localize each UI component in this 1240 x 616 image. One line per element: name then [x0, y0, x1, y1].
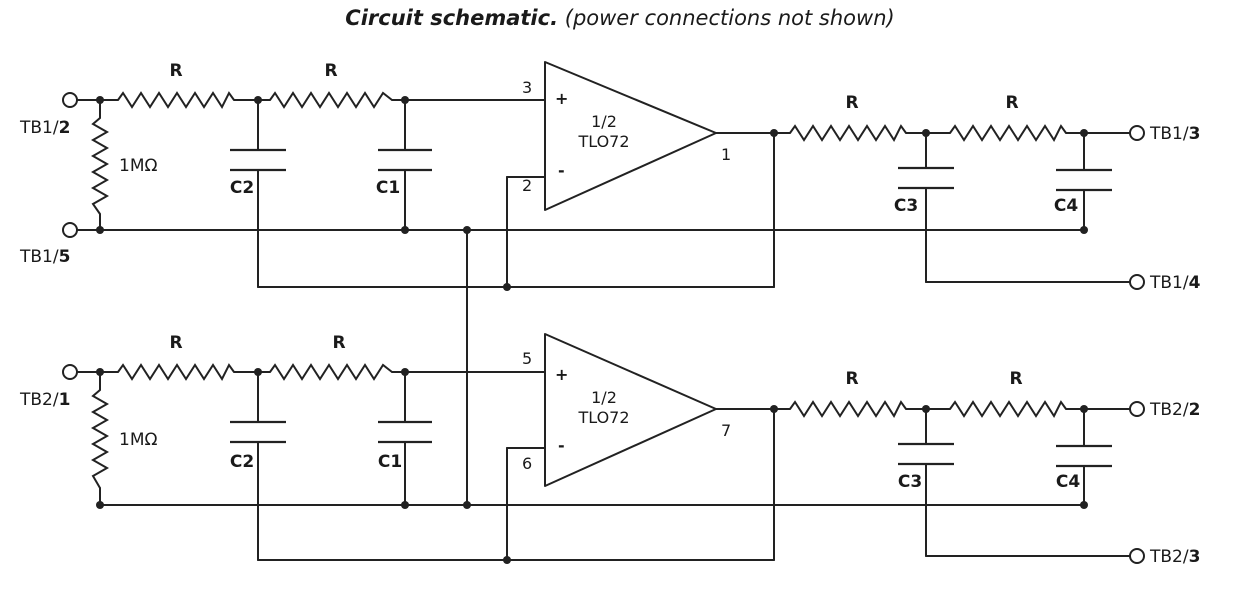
- channel-1-pin-plus: 3: [522, 78, 532, 97]
- channel-1-aux-terminal: [1129, 274, 1145, 290]
- channel-2-input-terminal-label: TB2/1: [19, 390, 70, 410]
- channel-2-label-r2: R: [332, 333, 345, 353]
- channel-2-aux-terminal-label: TB2/3: [1149, 547, 1200, 567]
- channel-2-minus-sign: -: [558, 436, 565, 455]
- channel-2-junctions: [96, 368, 1088, 564]
- channel-1-opamp: [544, 61, 717, 211]
- channel-2-pin-plus: 5: [522, 349, 532, 368]
- channel-2-plus-sign: +: [555, 365, 568, 384]
- channel-1-label-c3: C3: [894, 196, 918, 216]
- channel-1-pin-minus: 2: [522, 176, 532, 195]
- channel-2-label-c4: C4: [1056, 472, 1080, 492]
- channel-2-resistor-r3: [789, 400, 907, 419]
- channel-2-pin-minus: 6: [522, 454, 532, 473]
- channel-2-pin-out: 7: [721, 421, 731, 440]
- channel-1-label-c2: C2: [230, 178, 254, 198]
- channel-1-label-r1: R: [169, 61, 182, 81]
- channel-2-label-c2: C2: [230, 452, 254, 472]
- channel-1-resistor-r3: [789, 124, 907, 143]
- channel-2-input-terminal: [62, 364, 78, 380]
- channel-2-label-r4: R: [1009, 369, 1022, 389]
- channel-2-resistor-r1: [117, 363, 235, 382]
- channel-1-label-c1: C1: [376, 178, 400, 198]
- channel-1-resistor-1m: [90, 117, 110, 215]
- channel-1-opamp-line1: 1/2: [591, 112, 617, 131]
- channel-1: R R R R 1MΩ C2 C1 C3 C4 3 2 1 + - 1/2 TL…: [19, 61, 1201, 293]
- channel-2-label-r1: R: [169, 333, 182, 353]
- channel-1-label-c4: C4: [1054, 196, 1078, 216]
- channel-1-resistor-r1: [117, 91, 235, 110]
- channel-2-label-c1: C1: [378, 452, 402, 472]
- channel-1-input-terminal: [62, 92, 78, 108]
- channel-2-resistor-1m: [90, 389, 110, 489]
- channel-1-minus-sign: -: [558, 161, 565, 180]
- channel-2-label-r3: R: [845, 369, 858, 389]
- title-note: (power connections not shown): [564, 6, 895, 30]
- channel-2-opamp-line2: TLO72: [577, 408, 629, 427]
- channel-2-opamp: [544, 333, 717, 487]
- channel-1-pin-out: 1: [721, 145, 731, 164]
- channel-2-capacitor-c2: [230, 420, 286, 444]
- diagram-title: Circuit schematic. (power connections no…: [0, 6, 1240, 30]
- channel-1-label-r3: R: [845, 93, 858, 113]
- channel-1-plus-sign: +: [555, 89, 568, 108]
- channel-2-capacitor-c1: [378, 420, 432, 444]
- channel-1-label-r4: R: [1005, 93, 1018, 113]
- channel-1-capacitor-c4: [1056, 168, 1112, 192]
- channel-1-output-terminal: [1129, 125, 1145, 141]
- channel-2: R R R R 1MΩ C2 C1 C3 C4 5 6 7 + - 1/2 TL…: [19, 333, 1200, 567]
- channel-2-label-c3: C3: [898, 472, 922, 492]
- channel-1-capacitor-c1: [378, 148, 432, 172]
- channel-2-label-1m: 1MΩ: [119, 430, 157, 450]
- channel-1-wires: [75, 99, 1131, 288]
- channel-2-output-terminal: [1129, 401, 1145, 417]
- channel-2-aux-terminal: [1129, 548, 1145, 564]
- channel-1-resistor-r2: [269, 91, 393, 109]
- channel-1-capacitor-c2: [230, 148, 286, 172]
- channel-2-capacitor-c4: [1056, 444, 1112, 468]
- channel-1-aux-terminal-label: TB1/4: [1149, 273, 1201, 293]
- channel-2-output-terminal-label: TB2/2: [1149, 400, 1200, 420]
- channel-1-resistor-r4: [949, 124, 1067, 143]
- channel-1-capacitor-c3: [898, 166, 954, 190]
- channel-1-input-terminal-label: TB1/2: [19, 118, 70, 138]
- channel-2-capacitor-c3: [898, 442, 954, 466]
- channel-1-junctions: [96, 96, 1088, 291]
- channel-1-label-r2: R: [324, 61, 337, 81]
- channel-1-output-terminal-label: TB1/3: [1149, 124, 1200, 144]
- channel-2-resistor-r2: [269, 363, 393, 381]
- channel-2-opamp-line1: 1/2: [591, 388, 617, 407]
- shared-ground-link: [463, 226, 471, 509]
- channel-1-opamp-line2: TLO72: [577, 132, 629, 151]
- channel-1-ground-terminal-label: TB1/5: [19, 247, 70, 267]
- channel-1-label-1m: 1MΩ: [119, 156, 157, 176]
- channel-2-resistor-r4: [949, 400, 1067, 419]
- title-main: Circuit schematic.: [345, 6, 559, 30]
- channel-1-ground-terminal: [62, 222, 78, 238]
